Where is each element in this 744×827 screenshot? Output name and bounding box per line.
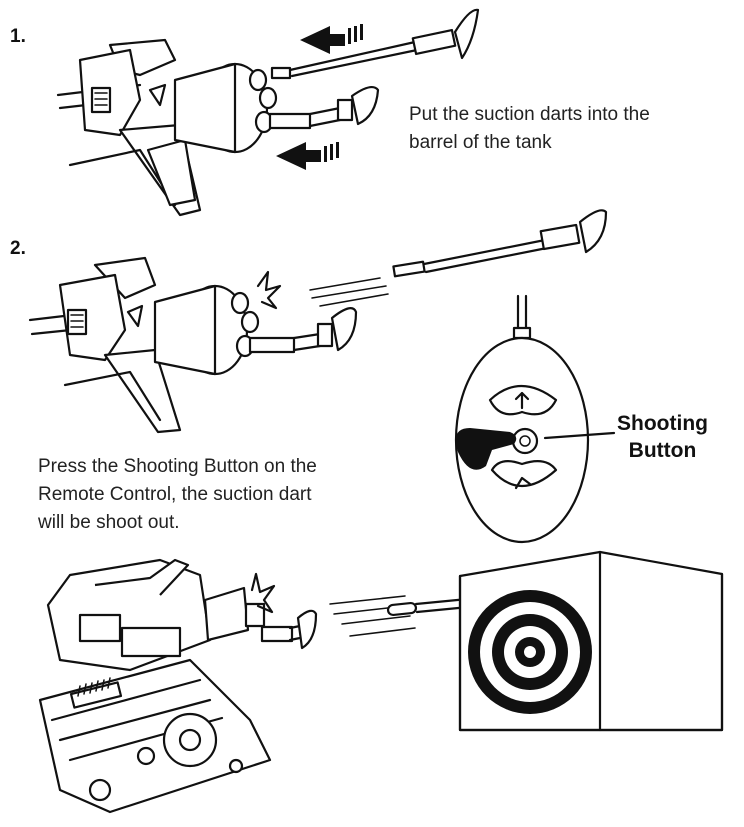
pressing-finger <box>455 428 517 470</box>
callout-line: Button <box>628 439 697 462</box>
vent-grille <box>90 86 112 114</box>
step-2-caption: Press the Shooting Button on the Remote … <box>38 453 317 537</box>
step-1-dart-bottom <box>268 86 380 130</box>
shooting-button-callout: Shooting Button <box>617 410 708 464</box>
caption-line: Remote Control, the suction dart <box>38 484 312 505</box>
caption-line: Put the suction darts into the <box>409 104 650 125</box>
caption-line: Press the Shooting Button on the <box>38 456 317 477</box>
shooting-button <box>511 427 539 455</box>
caption-line: barrel of the tank <box>409 132 552 153</box>
step-1-turret-illustration <box>56 38 278 217</box>
caption-line: will be shoot out. <box>38 512 180 533</box>
step-2-flying-dart <box>309 209 608 307</box>
remote-control <box>454 294 616 544</box>
insert-arrow-top <box>300 24 363 54</box>
insert-arrow-bottom <box>276 142 339 170</box>
step-2-loaded-dart <box>248 307 358 354</box>
step-2-turret-illustration <box>28 256 282 434</box>
tank-illustration <box>38 558 318 814</box>
step-1-number: 1. <box>10 26 26 47</box>
muzzle-flash <box>250 572 276 614</box>
step-1-dart-top <box>270 8 480 80</box>
muzzle-flash <box>256 270 282 310</box>
target-box <box>458 550 724 732</box>
step-2-number: 2. <box>10 238 26 259</box>
step-1-caption: Put the suction darts into the barrel of… <box>409 101 650 157</box>
callout-line: Shooting <box>617 412 708 435</box>
vent-grille <box>66 308 88 336</box>
bullseye-target <box>468 590 592 714</box>
